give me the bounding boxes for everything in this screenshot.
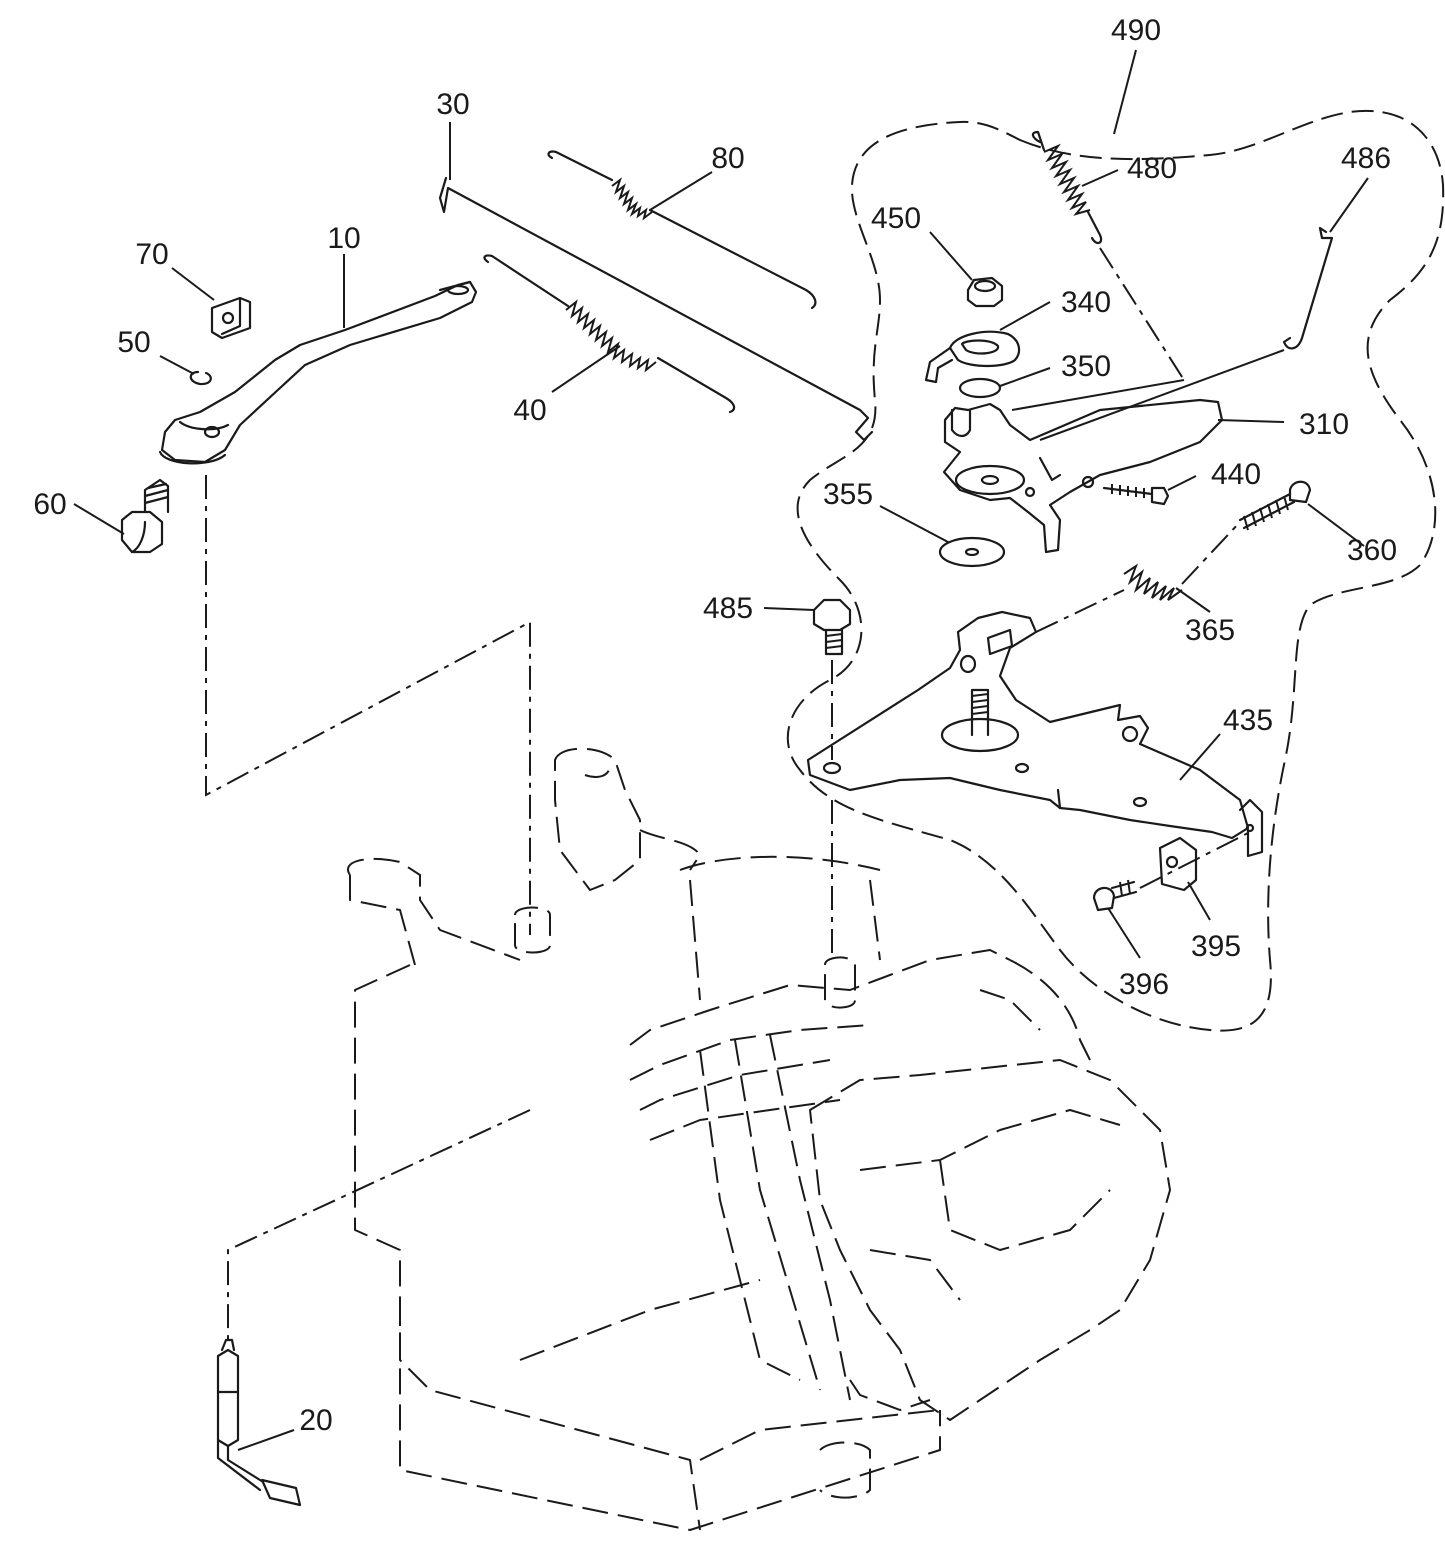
part-label-340: 340: [1061, 286, 1111, 319]
leader-435: [1179, 733, 1221, 781]
leader-365: [1175, 587, 1211, 613]
part-label-396: 396: [1119, 968, 1169, 1001]
part-label-350: 350: [1061, 350, 1111, 383]
part-label-486: 486: [1341, 142, 1391, 175]
alignment-line-486: [1039, 349, 1285, 441]
part-label-50: 50: [117, 326, 150, 359]
engine-block-phantom: [347, 747, 1171, 1531]
leader-450: [929, 231, 973, 281]
part-label-440: 440: [1211, 458, 1261, 491]
part-label-30: 30: [436, 88, 469, 121]
governor-shaft: [216, 1338, 302, 1507]
part-label-40: 40: [513, 394, 546, 427]
e-clip: [189, 370, 212, 386]
screw-396: [1092, 879, 1138, 912]
leader-60: [73, 503, 125, 535]
part-label-490: 490: [1111, 14, 1161, 47]
spring-40: [483, 254, 736, 414]
part-label-480: 480: [1127, 152, 1177, 185]
leader-485: [763, 607, 815, 611]
governor-link-rod: [438, 176, 874, 442]
control-lever-310: [942, 398, 1224, 554]
alignment-line-spring480: [1099, 247, 1185, 381]
spring-365: [1123, 563, 1183, 601]
spring-480: [1031, 130, 1103, 245]
bolt-485: [812, 598, 852, 656]
alignment-line-310: [1011, 379, 1185, 411]
leader-20: [237, 1429, 295, 1451]
part-label-310: 310: [1299, 408, 1349, 441]
screw-360: [1238, 480, 1312, 531]
clip-nut: [210, 296, 252, 340]
part-label-10: 10: [327, 222, 360, 255]
leader-480: [1081, 169, 1119, 187]
spring-80: [547, 150, 817, 310]
part-label-20: 20: [299, 1404, 332, 1437]
leader-40: [551, 345, 621, 393]
leader-350: [999, 367, 1051, 387]
nut-450: [966, 276, 1004, 308]
screw-440: [1102, 484, 1170, 506]
part-label-80: 80: [711, 142, 744, 175]
part-label-435: 435: [1223, 704, 1273, 737]
leader-490: [1113, 49, 1137, 135]
alignment-line-lever: [205, 475, 531, 935]
part-label-70: 70: [135, 238, 168, 271]
washer-355-hole: [964, 547, 980, 557]
alignment-line-360: [1035, 521, 1241, 633]
leader-50: [159, 355, 195, 375]
lever-340: [924, 330, 1021, 384]
washer-350: [958, 377, 1002, 399]
choke-link-486: [1282, 226, 1334, 350]
part-label-355: 355: [823, 478, 873, 511]
part-label-395: 395: [1191, 930, 1241, 963]
leader-310: [1217, 419, 1285, 423]
part-label-450: 450: [871, 202, 921, 235]
leader-340: [999, 301, 1051, 331]
leader-395: [1187, 881, 1211, 921]
alignment-line-396: [1139, 831, 1251, 889]
washer-355: [938, 536, 1006, 568]
control-bracket-435: [806, 610, 1264, 858]
governor-bolt: [120, 478, 170, 554]
cable-clamp-395: [1158, 836, 1198, 892]
alignment-line-shaft: [227, 1109, 531, 1340]
leader-360: [1307, 503, 1365, 547]
leader-440: [1167, 475, 1197, 491]
assembly-boundary-490: [786, 109, 1445, 1032]
part-label-485: 485: [703, 592, 753, 625]
leader-486: [1329, 177, 1369, 233]
part-label-360: 360: [1347, 534, 1397, 567]
part-label-60: 60: [33, 488, 66, 521]
leader-396: [1107, 907, 1141, 959]
leader-355: [879, 505, 949, 543]
leader-70: [171, 267, 215, 301]
leader-80: [649, 171, 713, 211]
governor-lever: [158, 280, 478, 465]
part-label-365: 365: [1185, 614, 1235, 647]
